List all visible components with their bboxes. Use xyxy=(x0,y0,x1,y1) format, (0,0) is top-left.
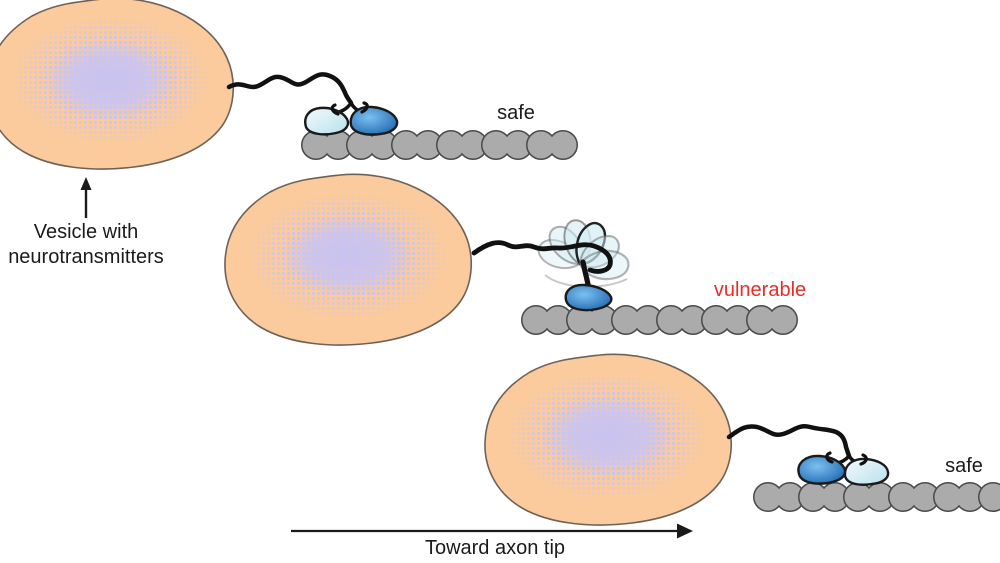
motor-head-dark-middle xyxy=(564,283,613,312)
motor-tail-top xyxy=(226,72,373,116)
vesicle-middle xyxy=(225,174,471,345)
microtubule-top xyxy=(301,130,578,160)
label-safe-bottom: safe xyxy=(945,455,983,477)
motor-head-dark-bottom xyxy=(797,454,847,485)
motor-head-dark-top xyxy=(349,105,399,136)
motor-heads-bottom xyxy=(797,451,890,486)
microtubule-middle xyxy=(521,305,798,335)
vesicle-bottom xyxy=(485,354,731,525)
vesicle-top xyxy=(0,0,233,169)
label-vulnerable: vulnerable xyxy=(713,279,807,301)
direction-arrow xyxy=(291,523,693,539)
label-direction-caption: Toward axon tip xyxy=(424,537,566,559)
motor-head-light-top xyxy=(304,106,350,136)
motor-tail-bottom xyxy=(726,424,870,467)
microtubule-bottom xyxy=(753,482,1000,512)
motor-head-light-bottom xyxy=(843,457,890,486)
label-safe-top: safe xyxy=(497,102,535,124)
detached-head-fan xyxy=(533,217,632,288)
label-vesicle-caption: Vesicle with neurotransmitters xyxy=(8,221,164,268)
motor-heads-top xyxy=(304,101,399,136)
vesicle-pointer-arrow xyxy=(80,177,92,218)
